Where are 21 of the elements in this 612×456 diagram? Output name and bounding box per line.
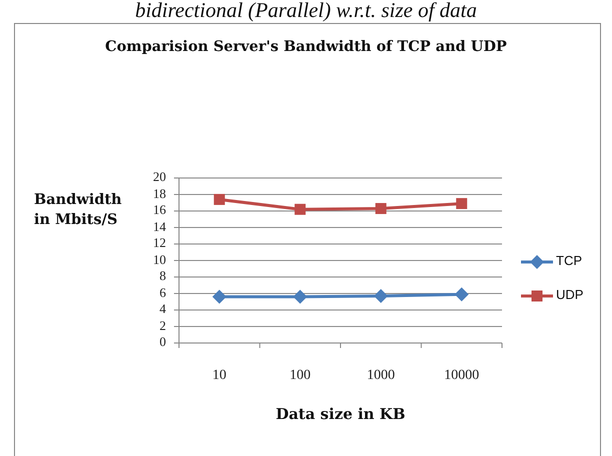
x-tick-label: 10 [211, 368, 228, 384]
y-tick-label: 8 [160, 268, 166, 284]
y-axis-title: Bandwidth in Mbits/S [34, 190, 123, 230]
y-tick-label: 4 [160, 301, 166, 317]
y-tick-label: 12 [153, 235, 166, 251]
legend-label: TCP [556, 253, 582, 268]
y-tick-label: 16 [153, 202, 166, 218]
y-tick-label: 6 [160, 284, 166, 300]
x-tick-label: 100 [288, 368, 312, 384]
x-tick-label: 10000 [443, 368, 480, 384]
x-tick-label: 1000 [366, 368, 396, 384]
y-tick-label: 0 [160, 334, 166, 350]
y-tick-label: 10 [153, 252, 166, 268]
legend-label: UDP [556, 287, 584, 302]
heading-text: bidirectional (Parallel) w.r.t. size of data [134, 0, 478, 23]
chart-title: Comparision Server's Bandwidth of TCP and UDP [104, 38, 508, 55]
x-axis-title: Data size in KB [274, 405, 406, 423]
y-tick-label: 2 [160, 318, 166, 334]
y-tick-label: 14 [153, 218, 166, 234]
y-tick-label: 20 [153, 169, 166, 185]
y-tick-label: 18 [153, 186, 166, 202]
